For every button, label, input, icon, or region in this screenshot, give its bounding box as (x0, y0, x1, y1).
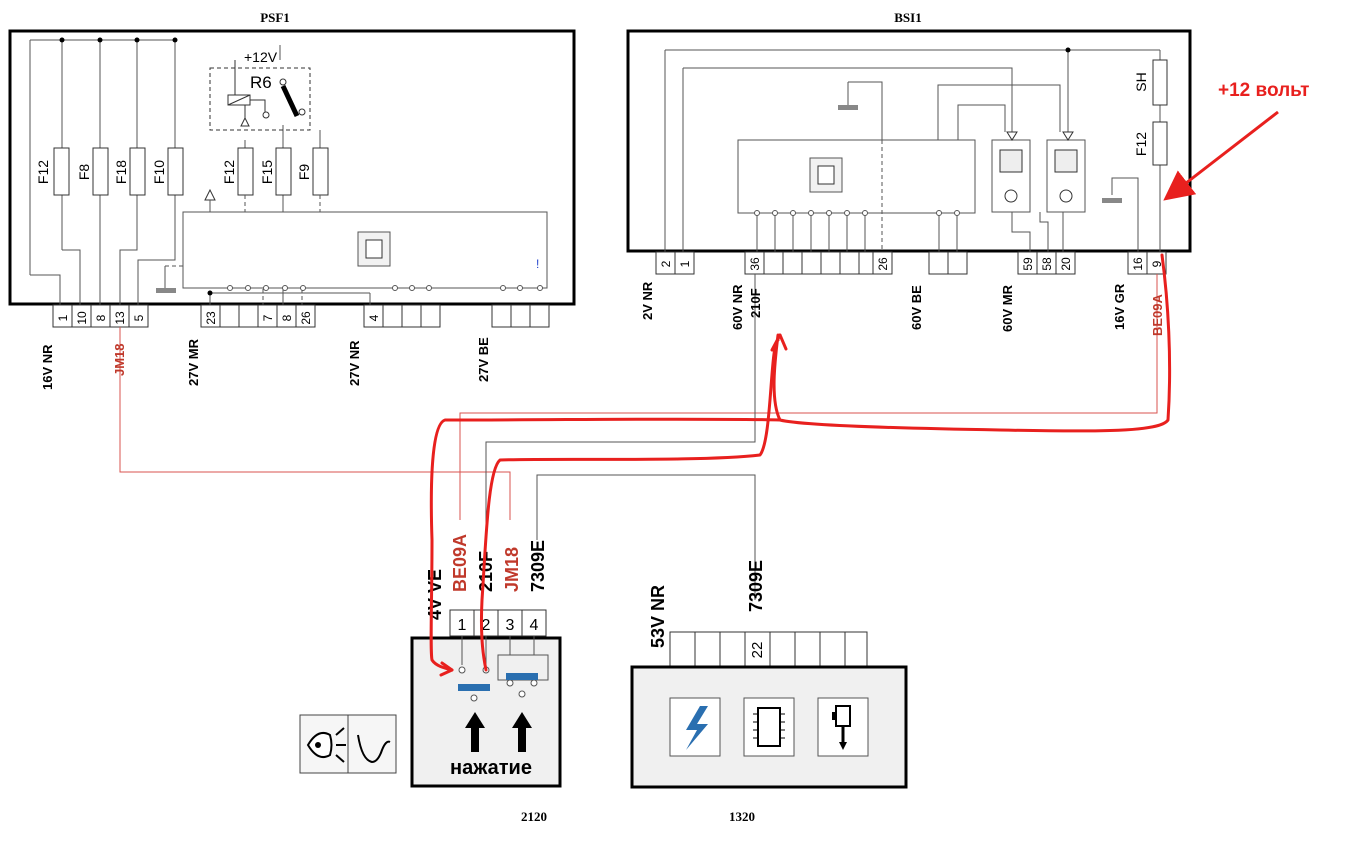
pin-label: 8 (94, 314, 108, 321)
connector-label: 60V BE (909, 285, 924, 330)
wire-label: BE09A (1150, 293, 1165, 336)
pin-label: 36 (748, 257, 762, 271)
connector-label: 27V MR (186, 338, 201, 386)
pin-label: 13 (113, 311, 127, 325)
pin-label: 23 (204, 311, 218, 325)
connector-label: 27V BE (476, 337, 491, 382)
lightning-icon (669, 697, 721, 757)
bsi1-connector-a: 2 1 2V NR (640, 251, 695, 320)
module-2120-title: 2120 (521, 809, 547, 824)
pin-label: 9 (1150, 260, 1164, 267)
pin-label: 7 (261, 314, 275, 321)
pin-label: 4 (367, 314, 381, 321)
pin-label: 58 (1040, 257, 1054, 271)
fuse-label: F18 (113, 160, 129, 184)
wire-label: JM18 (112, 343, 127, 376)
pin-label: 26 (299, 311, 313, 325)
bsi1-driver-1 (991, 131, 1031, 213)
fuse-label: SH (1133, 72, 1149, 91)
wire-label: 210F (748, 288, 763, 318)
connector-label: 16V NR (40, 344, 55, 390)
module-1320: 53V NR 7309E 22 1320 (630, 560, 908, 824)
relay-r6: +12V R6 (209, 49, 311, 131)
module-2120: 4V VE BE09A 210F JM18 7309E 1 2 3 4 (410, 534, 562, 824)
bsi1-connector-b: 36 26 60V NR (730, 251, 893, 330)
press-label: нажатие (450, 757, 532, 779)
connector-label: 2V NR (640, 281, 655, 320)
pin-label: 1 (56, 314, 70, 321)
connector-label: 27V NR (347, 340, 362, 386)
psf1-connector-b: 23 7 8 26 27V MR (186, 304, 316, 386)
bsi1-connector-d: 59 58 20 60V MR (1000, 251, 1076, 332)
psf1-connector-d: 27V BE (476, 304, 550, 382)
pin-label: 1 (678, 260, 692, 267)
psf1-module: PSF1 (8, 10, 576, 306)
wire-label: 7309E (746, 560, 766, 612)
bsi1-module: BSI1 SH (626, 10, 1192, 253)
bsi1-driver-2 (1046, 131, 1086, 213)
switch-contact-2 (506, 673, 538, 680)
wire-be09a (459, 274, 1158, 520)
wire-7309e (536, 474, 756, 600)
pin-label: 1 (458, 617, 467, 634)
ground-icon (156, 266, 176, 293)
injector-icon (817, 697, 869, 757)
bsi1-title: BSI1 (894, 10, 921, 25)
fuse-label: F15 (259, 160, 275, 184)
wire-label: 210F (476, 551, 496, 592)
connector-label: 60V NR (730, 284, 745, 330)
ground-icon (838, 105, 858, 110)
fuse-label: F12 (1133, 132, 1149, 156)
fuse-label: F9 (296, 164, 312, 181)
pin-label: 16 (1131, 257, 1145, 271)
pin-label: 5 (132, 314, 146, 321)
pin-label: 2 (659, 260, 673, 267)
chip-icon (743, 697, 795, 757)
pin-label: 3 (506, 617, 515, 634)
bsi1-ecu (737, 139, 976, 214)
wire-jm18 (119, 327, 511, 520)
switch-contact-1 (458, 684, 490, 691)
bsi1-connector-c: 60V BE (909, 251, 968, 330)
plus12-annotation: +12 вольт (1218, 80, 1309, 101)
connector-label: 60V MR (1000, 284, 1015, 332)
chip-icon (357, 231, 391, 267)
chip-icon (809, 157, 843, 193)
pin-label: 22 (749, 642, 766, 659)
pin-label: 10 (75, 311, 89, 325)
headlamp-icon (299, 714, 349, 774)
pin-label: 26 (876, 257, 890, 271)
ground-icon (1102, 198, 1122, 203)
wire-label: 7309E (528, 540, 548, 592)
fuse-label: F12 (221, 160, 237, 184)
relay-label: R6 (250, 73, 272, 92)
pin-label: 8 (280, 314, 294, 321)
wire-label: JM18 (502, 547, 522, 592)
pin-label: 2 (482, 617, 491, 634)
wire-210f (485, 274, 756, 540)
psf1-connector-c: 4 27V NR (347, 304, 441, 386)
connector-label: 4V VE (425, 569, 445, 620)
psf1-connector-a: 1 10 8 13 5 16V NR (40, 304, 149, 390)
connector-label: 53V NR (648, 585, 668, 648)
wire-label: BE09A (450, 534, 470, 592)
fuse-label: F8 (76, 164, 92, 181)
plus12-arrow (1163, 110, 1279, 201)
red-annotation-path (429, 253, 1172, 677)
fuse-label: F12 (35, 160, 51, 184)
fuse-label: F10 (151, 160, 167, 184)
psf1-title: PSF1 (260, 10, 290, 25)
module-1320-title: 1320 (729, 809, 755, 824)
pin-label: 20 (1059, 257, 1073, 271)
pin-label: 4 (530, 617, 539, 634)
pin-label: 59 (1021, 257, 1035, 271)
press-arrow-icon (465, 712, 532, 752)
connector-label: 16V GR (1112, 283, 1127, 330)
supply-label: +12V (244, 49, 278, 65)
svg-text:!: ! (536, 257, 539, 271)
beam-switch-icon (347, 714, 397, 774)
